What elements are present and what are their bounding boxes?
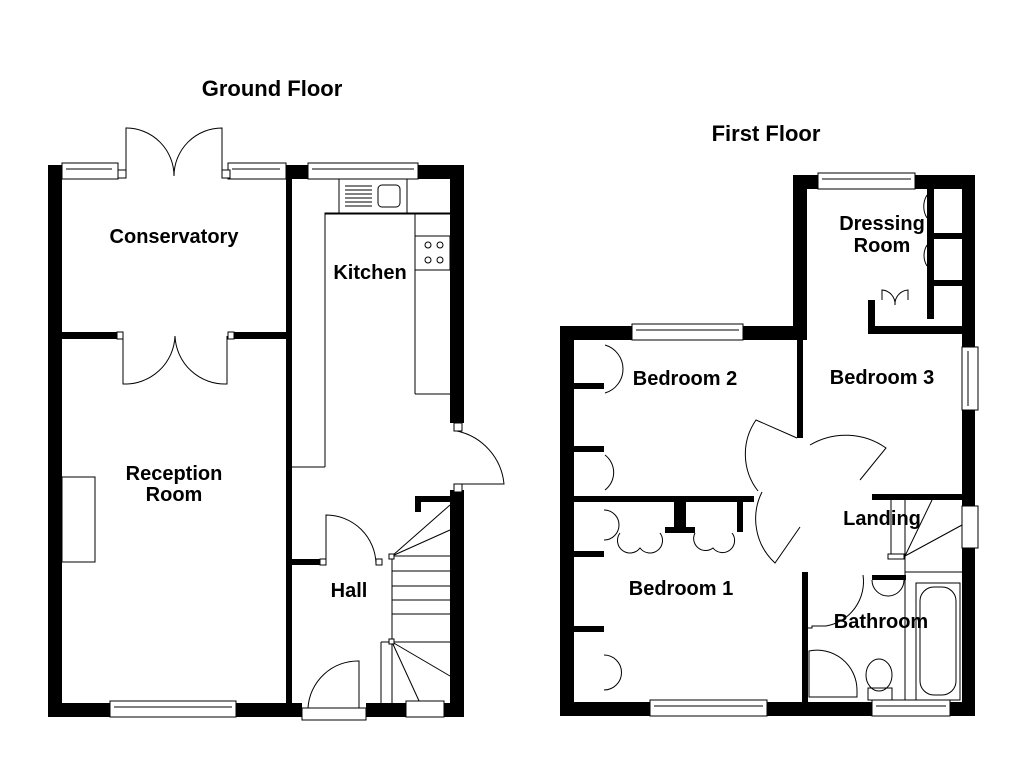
wall <box>234 332 286 339</box>
first-floor: First Floor <box>560 121 979 717</box>
cupboard-door <box>923 194 928 219</box>
room-label-bedroom2: Bedroom 2 <box>633 368 737 390</box>
french-door <box>116 331 235 385</box>
wall <box>48 703 110 717</box>
cupboard-door <box>604 344 624 394</box>
wall <box>574 551 604 557</box>
wall <box>927 189 934 319</box>
cupboard-door <box>604 454 615 491</box>
wall <box>802 572 808 702</box>
wall <box>915 175 975 189</box>
toilet <box>865 658 893 692</box>
wall <box>793 175 818 189</box>
wall <box>560 702 650 716</box>
door-bedroom2 <box>744 419 798 492</box>
room-label-kitchen: Kitchen <box>333 262 406 284</box>
wall <box>797 340 803 438</box>
wall <box>418 165 464 179</box>
window <box>871 699 951 717</box>
wall <box>962 410 975 506</box>
room-label-reception-2: Room <box>146 484 203 506</box>
bath <box>915 582 961 701</box>
room-label-hall: Hall <box>331 580 368 602</box>
wall <box>574 383 604 389</box>
wall <box>665 527 695 533</box>
window <box>61 162 119 180</box>
wall <box>286 165 292 717</box>
wall <box>950 702 975 716</box>
wall <box>574 496 754 502</box>
room-label-conservatory: Conservatory <box>110 226 240 248</box>
wall <box>292 559 320 565</box>
cupboard-door <box>603 509 620 541</box>
ground-floor: Ground Floor <box>48 76 505 721</box>
window <box>649 699 768 717</box>
window <box>109 700 237 718</box>
wall <box>767 702 872 716</box>
wall <box>574 446 604 452</box>
side-door <box>456 430 505 485</box>
wall <box>872 494 962 500</box>
front-door <box>307 660 360 709</box>
wall <box>415 496 450 512</box>
wall <box>236 703 302 717</box>
wall <box>674 502 686 530</box>
room-label-reception-1: Reception <box>126 463 223 485</box>
wall <box>560 326 632 340</box>
bathroom-fixtures <box>808 579 961 701</box>
wall <box>62 332 118 339</box>
first-floor-title: First Floor <box>712 121 821 146</box>
wall <box>560 326 574 716</box>
french-door <box>117 127 231 179</box>
hall-door <box>325 514 377 565</box>
staircase <box>887 499 963 700</box>
shower <box>808 649 858 698</box>
wall <box>737 502 743 532</box>
window <box>961 346 979 411</box>
wall <box>868 300 962 334</box>
wall <box>872 575 906 580</box>
window <box>405 700 445 718</box>
fireplace <box>61 476 96 563</box>
wardrobe-doors <box>617 532 663 554</box>
room-label-dressing-2: Room <box>854 235 911 257</box>
room-label-bathroom: Bathroom <box>834 611 928 633</box>
wardrobe-doors <box>881 289 909 306</box>
room-label-bedroom1: Bedroom 1 <box>629 578 733 600</box>
room-label-landing: Landing <box>843 508 921 530</box>
basin <box>871 579 905 597</box>
wall <box>48 165 62 717</box>
wall <box>366 703 406 717</box>
door-bathroom <box>804 574 864 630</box>
room-label-bedroom3: Bedroom 3 <box>830 367 934 389</box>
window <box>817 172 916 190</box>
wall <box>450 165 464 423</box>
window <box>631 323 744 341</box>
staircase <box>380 504 451 704</box>
wall <box>793 175 807 340</box>
wall <box>927 280 962 286</box>
window <box>307 162 419 180</box>
door-bedroom3 <box>809 434 887 481</box>
cupboard-door <box>923 244 928 267</box>
wall <box>962 548 975 716</box>
wall <box>927 233 962 239</box>
wall <box>574 626 604 632</box>
window <box>961 505 979 549</box>
wall <box>743 326 807 340</box>
door-bedroom1 <box>755 491 801 564</box>
ground-floor-title: Ground Floor <box>202 76 343 101</box>
wall <box>962 175 975 347</box>
cupboard-door <box>603 654 622 691</box>
wardrobe-doors <box>693 532 736 554</box>
window <box>227 162 287 180</box>
room-label-dressing-1: Dressing <box>839 213 925 235</box>
wall <box>450 490 464 717</box>
kitchen-units <box>292 178 451 468</box>
